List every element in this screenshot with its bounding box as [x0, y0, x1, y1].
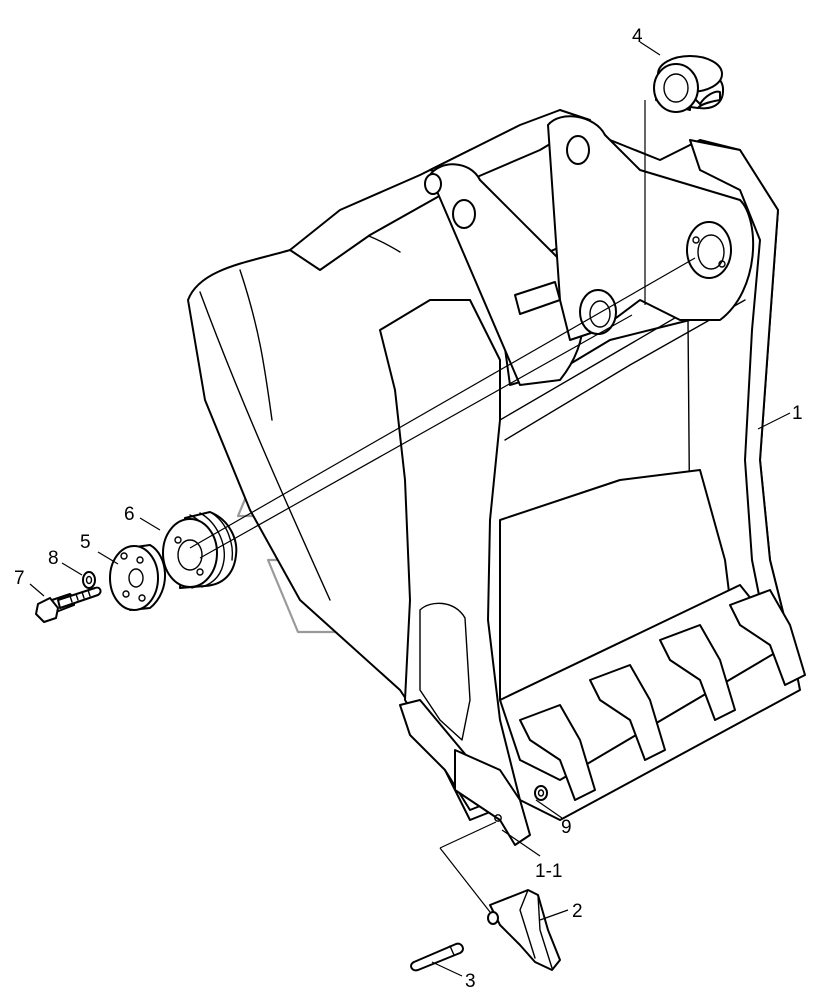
callout-4: 4	[632, 26, 643, 47]
callout-2: 2	[572, 901, 583, 922]
callout-1-1: 1-1	[535, 861, 562, 882]
washer-plate-part-5	[109, 544, 166, 611]
callout-3: 3	[465, 971, 476, 992]
callout-6: 6	[124, 504, 135, 525]
callout-9: 9	[561, 817, 572, 838]
pin-part-3	[410, 942, 464, 972]
callout-7: 7	[14, 568, 25, 589]
bucket-body	[187, 109, 806, 846]
bushing-part-4	[653, 55, 725, 113]
tooth-point-part-2	[487, 889, 561, 971]
callout-labels: 1 1-1 2 3 4 5 6 7 8 9	[14, 26, 803, 992]
leader-lines	[29, 41, 791, 977]
callout-1: 1	[792, 403, 803, 424]
callout-8: 8	[48, 548, 59, 569]
bolt-part-7	[35, 586, 102, 623]
callout-5: 5	[80, 532, 91, 553]
washer-part-8	[82, 571, 96, 589]
spacer-part-6	[162, 511, 238, 589]
